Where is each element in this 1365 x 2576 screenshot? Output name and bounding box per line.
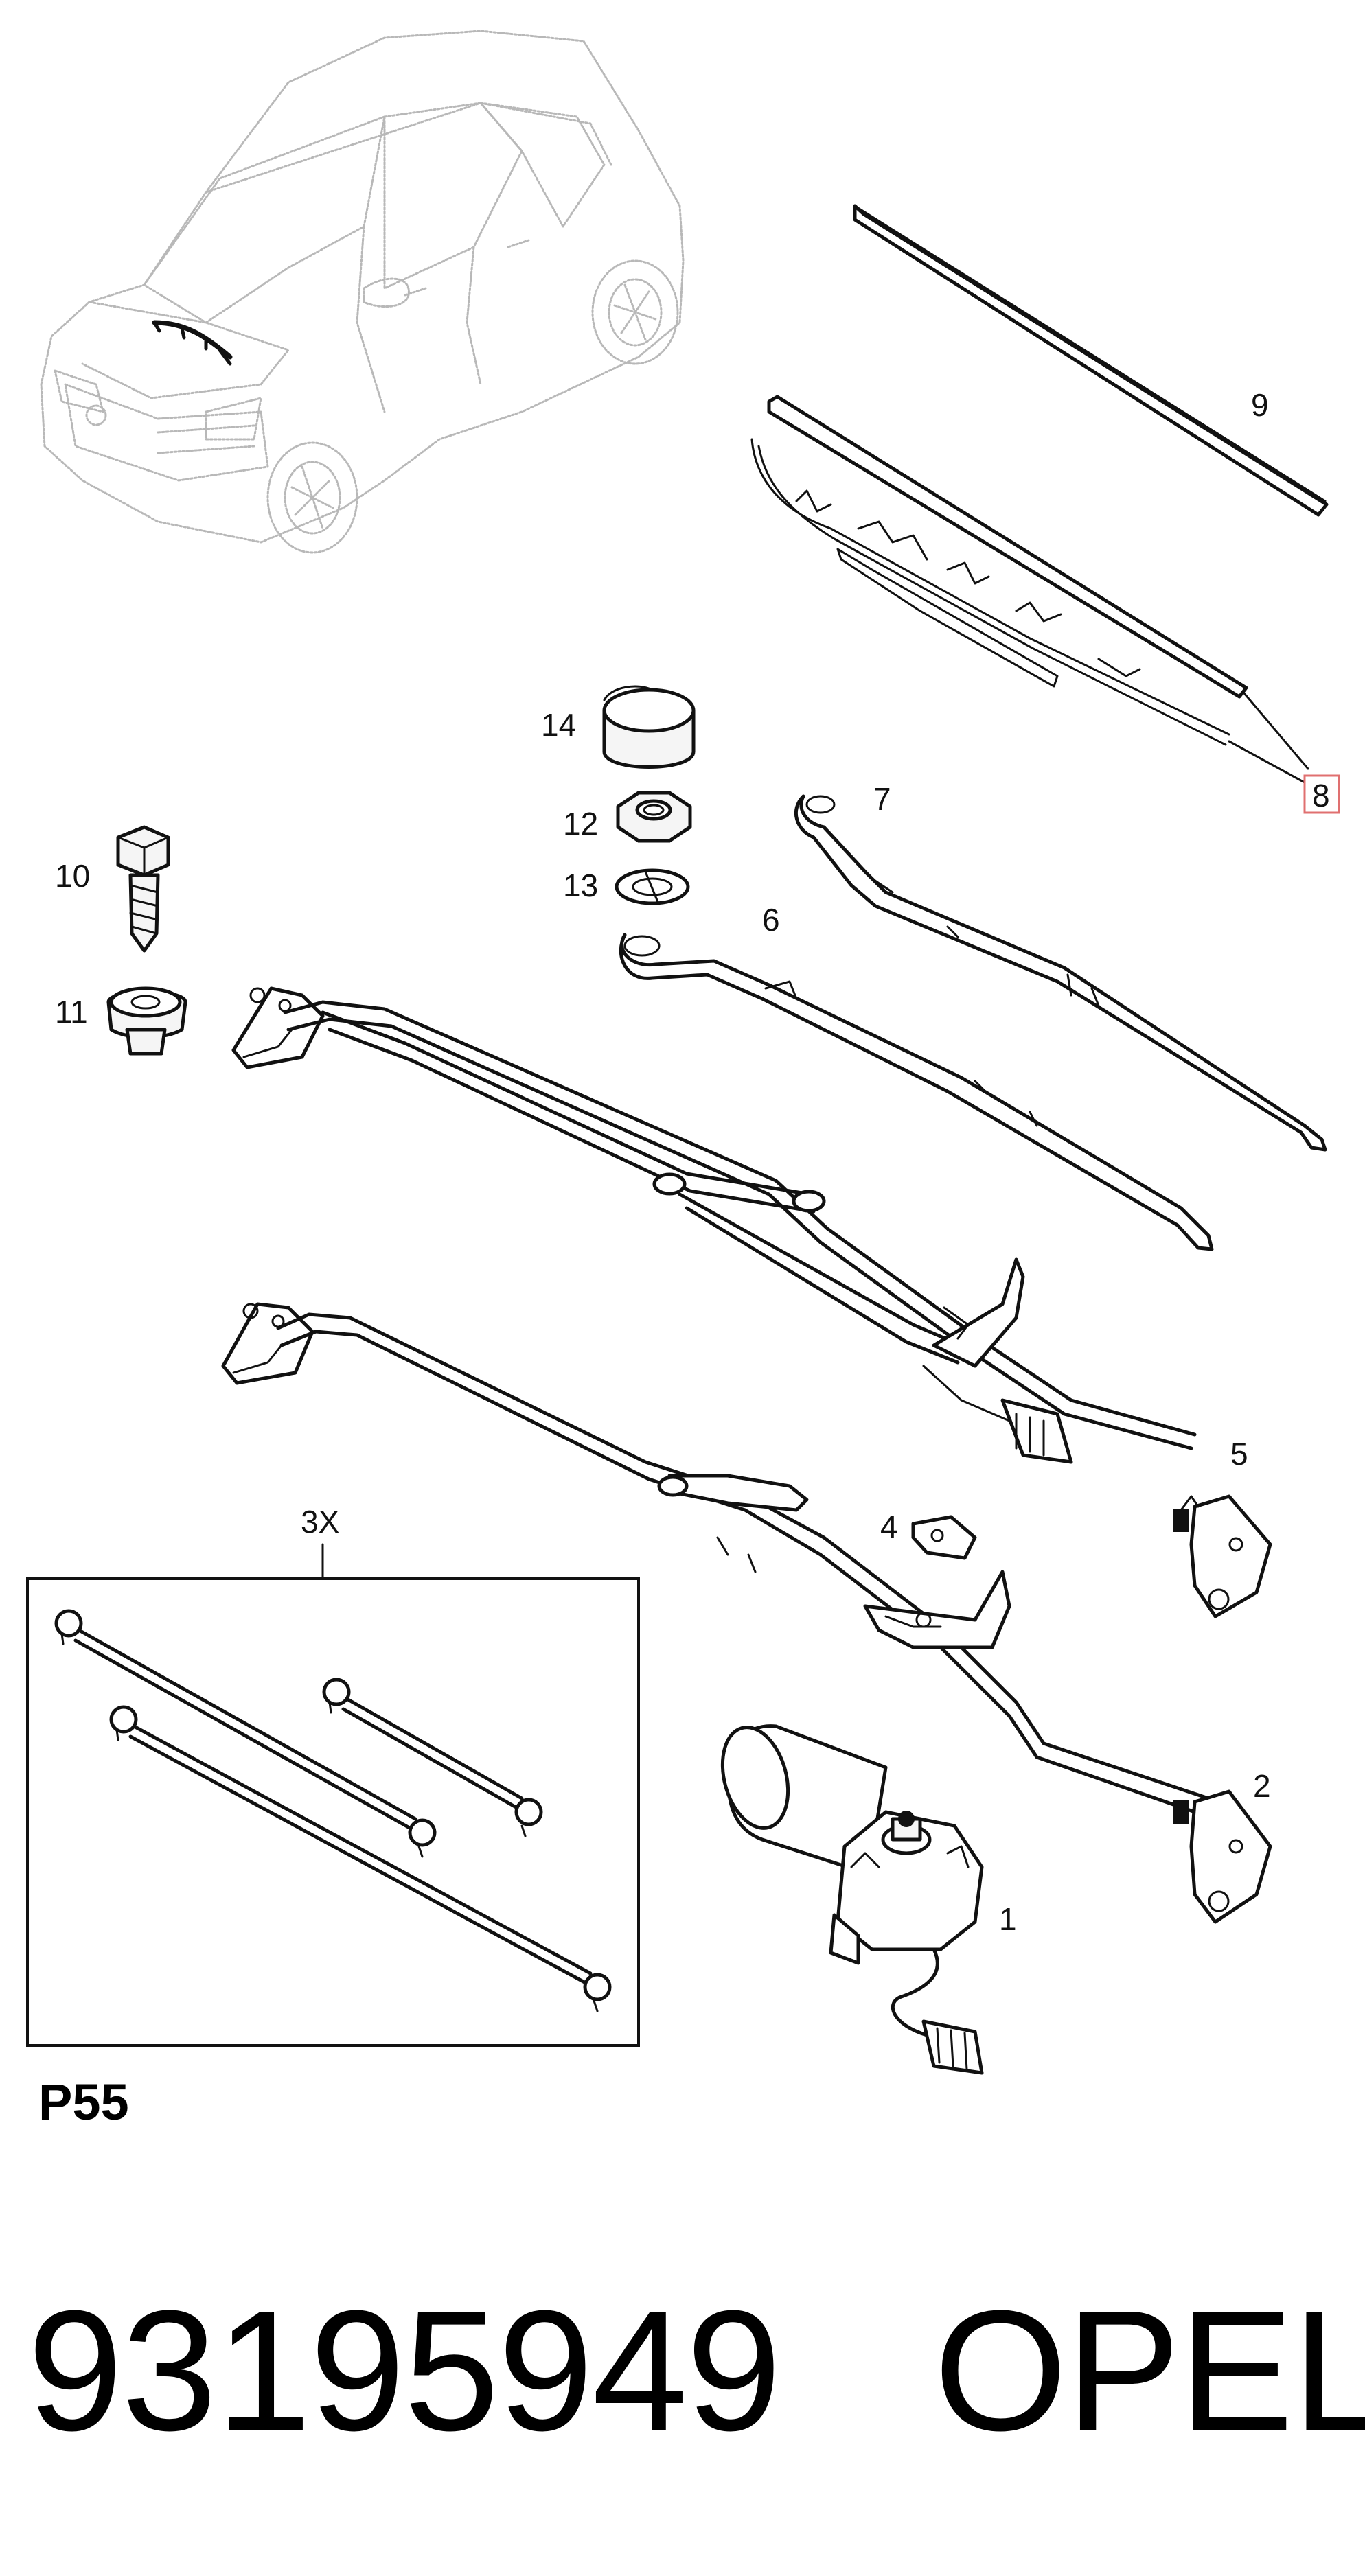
lock-washer <box>615 868 690 905</box>
wiper-refill-strip <box>853 204 1329 517</box>
diagram-code: P55 <box>38 2074 129 2131</box>
callout-2: 2 <box>1253 1768 1271 1804</box>
callout-5: 5 <box>1230 1436 1248 1472</box>
wiper-arm-upper <box>794 794 1327 1152</box>
callout-3x: 3X <box>301 1504 339 1540</box>
callout-13: 13 <box>563 868 598 903</box>
bracket-clip <box>911 1515 977 1560</box>
part-number: 93195949 <box>27 2275 780 2466</box>
callout-12: 12 <box>563 806 598 842</box>
clip-nut <box>106 986 187 1056</box>
callout-4: 4 <box>880 1509 898 1544</box>
brand-name: OPEL <box>934 2275 1365 2466</box>
cap-part <box>602 685 696 769</box>
car-illustration <box>40 30 685 554</box>
hex-nut <box>616 791 692 843</box>
wiper-blade-assembly <box>750 395 1309 784</box>
wiper-motor <box>720 1724 984 2075</box>
tie-rods <box>54 1609 612 2012</box>
callout-7: 7 <box>873 781 891 817</box>
wiper-linkage-lower <box>221 1302 1272 1924</box>
callout-11: 11 <box>55 994 88 1030</box>
callout-10: 10 <box>55 858 90 894</box>
callout-9: 9 <box>1251 387 1269 423</box>
callout-1: 1 <box>999 1901 1017 1937</box>
bolt-part <box>116 825 170 953</box>
tie-rod-box <box>26 1577 640 2047</box>
callout-6: 6 <box>762 902 780 938</box>
wiper-linkage-upper <box>231 986 1272 1618</box>
callout-8: 8 <box>1312 778 1330 813</box>
callout-14: 14 <box>541 707 576 743</box>
wiper-arm-lower <box>619 933 1214 1251</box>
callout-8-box <box>1303 774 1340 814</box>
